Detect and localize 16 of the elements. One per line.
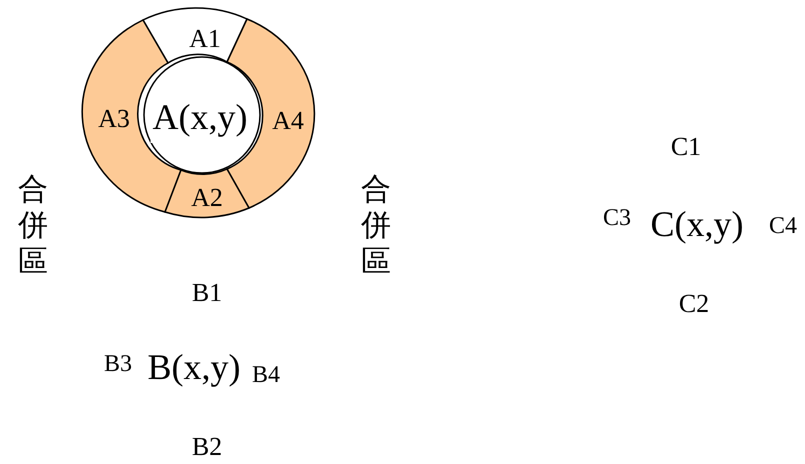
neighbor-label: C3 (603, 206, 631, 230)
neighbor-label: B2 (192, 434, 222, 460)
segment-label: A1 (189, 26, 221, 52)
segment-label: A3 (98, 106, 130, 132)
point-label: B(x,y) (148, 349, 240, 385)
segment-label: A2 (191, 185, 223, 211)
neighbor-label: B1 (192, 280, 222, 306)
point-label: C(x,y) (650, 206, 744, 242)
neighbor-label: C4 (769, 214, 797, 238)
region-label: 合併區 (17, 172, 49, 280)
segment-label: A4 (272, 108, 304, 134)
region-label: 合併區 (360, 172, 392, 280)
neighbor-label: B4 (252, 363, 280, 387)
neighbor-label: B3 (104, 352, 132, 376)
neighbor-label: C1 (670, 134, 702, 160)
neighbor-label: C2 (678, 291, 710, 317)
